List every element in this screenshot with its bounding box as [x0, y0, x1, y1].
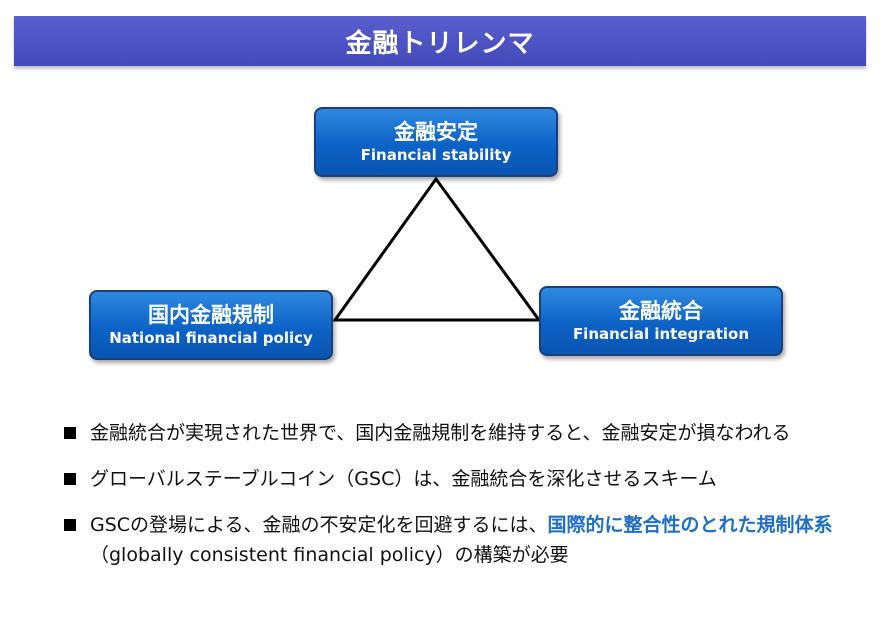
triangle-edges [332, 176, 542, 322]
node-label-jp: 金融統合 [619, 299, 703, 323]
node-label-en: Financial stability [360, 146, 512, 164]
node-label-en: Financial integration [572, 325, 750, 343]
node-label-jp: 国内金融規制 [148, 303, 274, 327]
slide-title: 金融トリレンマ [14, 16, 866, 66]
bullet-text: グローバルステーブルコイン（GSC）は、金融統合を深化させるスキーム [90, 468, 717, 490]
square-bullet-icon [64, 473, 76, 485]
bullet-list: 金融統合が実現された世界で、国内金融規制を維持すると、金融安定が損なわれる グロ… [60, 418, 860, 586]
bullet-item: 金融統合が実現された世界で、国内金融規制を維持すると、金融安定が損なわれる [60, 418, 860, 448]
node-label-en: National financial policy [109, 329, 313, 347]
node-label-jp: 金融安定 [394, 120, 478, 144]
node-financial-stability: 金融安定 Financial stability [314, 107, 558, 177]
bullet-text-post: （globally consistent financial policy）の構… [90, 544, 569, 566]
bullet-item: GSCの登場による、金融の不安定化を回避するには、国際的に整合性のとれた規制体系… [60, 510, 860, 570]
square-bullet-icon [64, 519, 76, 531]
bullet-text: 金融統合が実現された世界で、国内金融規制を維持すると、金融安定が損なわれる [90, 422, 791, 444]
square-bullet-icon [64, 427, 76, 439]
node-financial-integration: 金融統合 Financial integration [539, 286, 783, 356]
bullet-text-pre: GSCの登場による、金融の不安定化を回避するには、 [90, 514, 548, 536]
bullet-text-highlight: 国際的に整合性のとれた規制体系 [547, 514, 833, 536]
node-national-financial-policy: 国内金融規制 National financial policy [89, 290, 333, 360]
bullet-item: グローバルステーブルコイン（GSC）は、金融統合を深化させるスキーム [60, 464, 860, 494]
